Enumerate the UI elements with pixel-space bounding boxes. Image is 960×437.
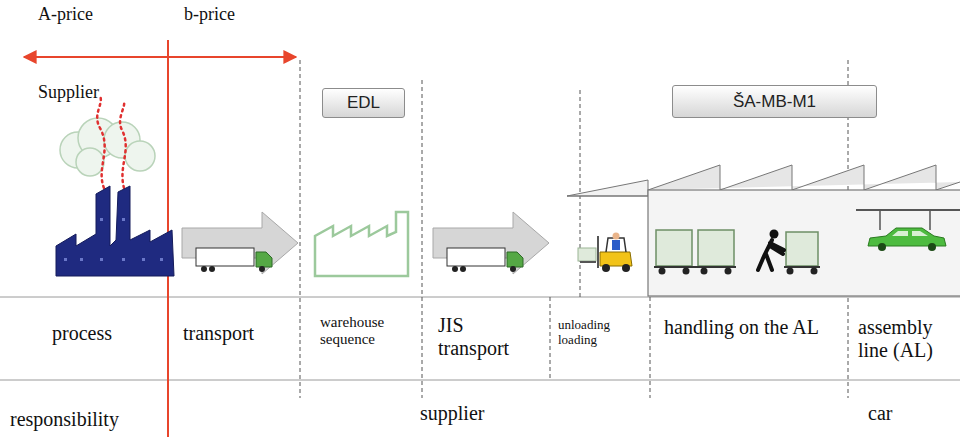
worker-icon bbox=[758, 230, 784, 271]
step-label: unloading loading bbox=[558, 318, 622, 348]
step-label: transport bbox=[183, 322, 254, 345]
step-label: JIS transport bbox=[438, 314, 538, 360]
forklift-icon bbox=[578, 233, 632, 273]
car-on-hanger bbox=[856, 210, 960, 251]
stage-box: EDL bbox=[322, 88, 405, 118]
responsibility-label: supplier bbox=[420, 402, 484, 425]
box-title: EDL bbox=[347, 93, 380, 113]
truck-arrow bbox=[182, 212, 298, 274]
step-label: assembly line (AL) bbox=[858, 316, 954, 362]
party-label: Supplier bbox=[38, 82, 99, 103]
price-arrow bbox=[24, 56, 296, 58]
assembly-hall bbox=[567, 165, 960, 296]
warehouse-icon bbox=[315, 212, 408, 276]
factory-icon bbox=[56, 96, 174, 276]
row-heading: responsibility bbox=[10, 408, 119, 431]
row-line bbox=[0, 380, 960, 381]
step-label: process bbox=[52, 322, 112, 345]
cart-icons bbox=[654, 230, 820, 275]
step-label: warehouse sequence bbox=[320, 314, 412, 349]
row-line bbox=[0, 297, 960, 298]
box-title: ŠA-MB-M1 bbox=[733, 92, 816, 112]
truck-arrow bbox=[433, 212, 549, 274]
price-label: A-price bbox=[38, 4, 93, 25]
price-label: b-price bbox=[184, 4, 235, 25]
stage-box: ŠA-MB-M1 bbox=[672, 85, 877, 118]
step-label: handling on the AL bbox=[664, 316, 829, 339]
responsibility-label: car bbox=[868, 402, 892, 425]
